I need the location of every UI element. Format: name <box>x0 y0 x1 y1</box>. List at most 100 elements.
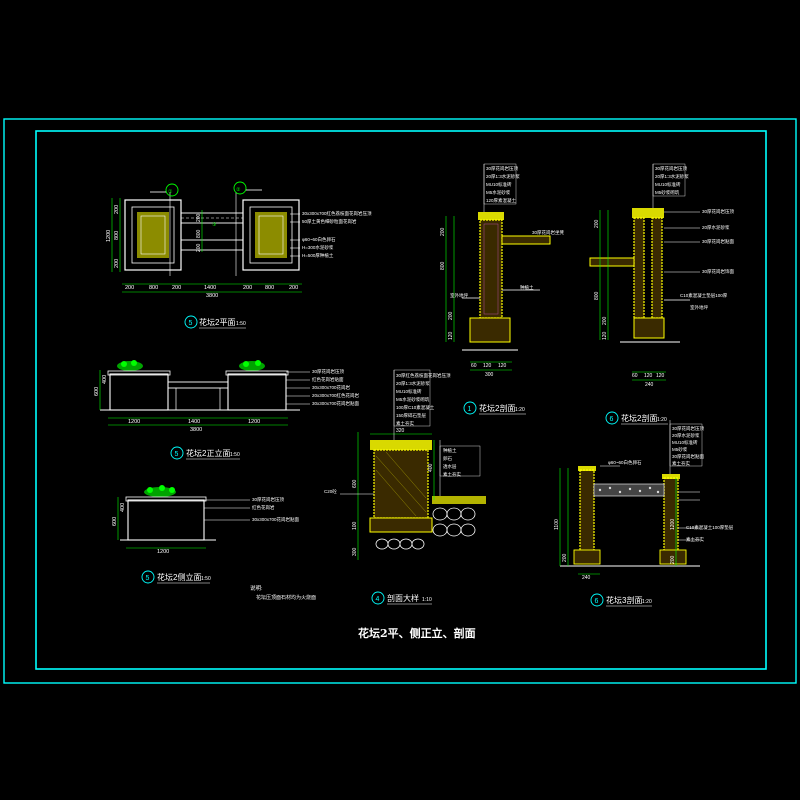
svg-text:200: 200 <box>602 316 608 325</box>
svg-text:H=500厚种植土: H=500厚种植土 <box>302 252 334 259</box>
svg-text:600: 600 <box>112 517 118 526</box>
svg-text:30厚花岗岩压顶: 30厚花岗岩压顶 <box>655 165 688 172</box>
svg-text:30厚花岗岩压顶: 30厚花岗岩压顶 <box>252 496 285 503</box>
front-elevation <box>99 360 310 426</box>
svg-text:花坛压顶面石材均为火烧面: 花坛压顶面石材均为火烧面 <box>256 594 316 601</box>
svg-text:120: 120 <box>656 373 665 379</box>
svg-text:M5砂浆: M5砂浆 <box>672 446 688 453</box>
svg-text:红色花岗岩: 红色花岗岩 <box>252 504 275 511</box>
plan-callout-c: ③ <box>212 222 217 228</box>
svg-text:200: 200 <box>448 311 454 320</box>
svg-text:150厚碎石垫层: 150厚碎石垫层 <box>396 412 427 419</box>
svg-text:30厚花岗岩贴面: 30厚花岗岩贴面 <box>672 453 705 460</box>
svg-text:5: 5 <box>146 575 150 582</box>
svg-text:4: 4 <box>376 596 380 603</box>
svg-text:素土夯实: 素土夯实 <box>443 471 461 478</box>
svg-text:种植土: 种植土 <box>443 447 457 454</box>
side-label: 5 花坛2侧立面 1:50 <box>141 570 211 584</box>
detail-label: 4 剖面大样 1:10 <box>371 591 432 605</box>
svg-text:说明:: 说明: <box>250 584 263 592</box>
plan-callout-b: ② <box>236 187 241 193</box>
svg-text:花坛2正立面: 花坛2正立面 <box>186 448 230 458</box>
svg-text:M5水泥砂浆砌筑: M5水泥砂浆砌筑 <box>396 396 430 403</box>
svg-text:200: 200 <box>594 219 600 228</box>
svg-text:800: 800 <box>196 229 202 238</box>
svg-text:30厚花岗岩压顶: 30厚花岗岩压顶 <box>312 368 345 375</box>
svg-text:30x300x700红色荔枝面花岗岩压顶: 30x300x700红色荔枝面花岗岩压顶 <box>302 210 372 217</box>
svg-text:素土夯实: 素土夯实 <box>396 420 414 427</box>
svg-text:200: 200 <box>243 285 252 291</box>
svg-text:120: 120 <box>448 331 454 340</box>
svg-text:800: 800 <box>149 285 158 291</box>
svg-text:MU10标准砖: MU10标准砖 <box>672 439 698 446</box>
svg-text:1:50: 1:50 <box>230 452 240 458</box>
svg-text:φ60~60白色卵石: φ60~60白色卵石 <box>302 236 336 243</box>
section-2-notes: 30厚花岗岩压顶 20厚1:3水泥砂浆 MU10标准砖 M5砂浆砌筑 30厚花岗… <box>655 165 735 311</box>
svg-text:3800: 3800 <box>206 293 218 299</box>
svg-text:1200: 1200 <box>106 230 112 242</box>
svg-text:C10素混凝土垫层100厚: C10素混凝土垫层100厚 <box>680 292 728 299</box>
svg-text:室外地坪: 室外地坪 <box>690 304 708 311</box>
svg-text:200: 200 <box>125 285 134 291</box>
outer-frame <box>3 118 797 684</box>
svg-text:600: 600 <box>352 479 358 488</box>
svg-text:800: 800 <box>114 231 120 240</box>
svg-text:C20砼: C20砼 <box>324 488 337 494</box>
svg-text:1400: 1400 <box>204 285 216 291</box>
section-1-label: 1 花坛2剖面 1:20 <box>463 401 526 415</box>
svg-text:红色花岗岩贴面: 红色花岗岩贴面 <box>312 376 344 383</box>
drawing-title: 花坛2平、侧正立、剖面 <box>358 626 476 640</box>
svg-text:30厚花岗岩压顶: 30厚花岗岩压顶 <box>672 425 705 432</box>
svg-text:花坛2平面: 花坛2平面 <box>199 317 235 327</box>
svg-text:300: 300 <box>352 547 358 556</box>
svg-text:30厚红色荔枝面花岗岩压顶: 30厚红色荔枝面花岗岩压顶 <box>396 372 451 379</box>
svg-text:800: 800 <box>440 261 446 270</box>
svg-text:20厚水泥砂浆: 20厚水泥砂浆 <box>672 432 700 439</box>
svg-text:30厚花岗岩坐凳: 30厚花岗岩坐凳 <box>532 229 565 236</box>
section-3 <box>559 420 703 575</box>
svg-text:1200: 1200 <box>248 419 260 425</box>
svg-text:60: 60 <box>471 363 477 369</box>
svg-text:素土夯实: 素土夯实 <box>686 536 704 543</box>
side-elevation <box>117 485 250 549</box>
svg-text:200: 200 <box>172 285 181 291</box>
svg-text:MU10标准砖: MU10标准砖 <box>655 181 681 188</box>
svg-text:200: 200 <box>670 555 676 564</box>
svg-text:30厚花岗岩饰面: 30厚花岗岩饰面 <box>702 268 735 275</box>
svg-text:200: 200 <box>289 285 298 291</box>
svg-text:卵石: 卵石 <box>443 455 452 462</box>
svg-text:MU10标准砖: MU10标准砖 <box>486 181 512 188</box>
svg-text:120: 120 <box>644 373 653 379</box>
svg-text:600: 600 <box>94 387 100 396</box>
svg-text:20厚1:3水泥砂浆: 20厚1:3水泥砂浆 <box>655 173 689 180</box>
detail-dims: 320 600 100 300 400 <box>352 428 434 556</box>
side-dims: 1200 600 400 <box>112 503 169 555</box>
svg-text:M5水泥砂浆: M5水泥砂浆 <box>486 189 511 196</box>
section-3-label: 6 花坛3剖面 1:20 <box>590 593 652 607</box>
svg-text:200: 200 <box>114 259 120 268</box>
section-1-dims: 200 800 200 120 60 120 120 300 <box>440 227 507 378</box>
svg-text:200: 200 <box>196 213 202 222</box>
svg-text:240: 240 <box>645 382 654 388</box>
plan-view <box>111 181 302 293</box>
svg-text:120: 120 <box>602 331 608 340</box>
svg-text:1:50: 1:50 <box>236 321 246 327</box>
general-notes: 说明: 花坛压顶面石材均为火烧面 <box>250 584 316 601</box>
svg-text:200: 200 <box>196 243 202 252</box>
detail-notes: 30厚红色荔枝面花岗岩压顶 20厚1:3水泥砂浆 MU10标准砖 M5水泥砂浆砌… <box>324 372 461 494</box>
svg-text:50厚土黄色细砂粒面花岗岩: 50厚土黄色细砂粒面花岗岩 <box>302 218 357 225</box>
svg-text:素土夯实: 素土夯实 <box>672 460 690 467</box>
svg-text:1200: 1200 <box>128 419 140 425</box>
svg-text:3800: 3800 <box>190 427 202 433</box>
svg-text:120: 120 <box>483 363 492 369</box>
svg-text:20厚1:3水泥砂浆: 20厚1:3水泥砂浆 <box>486 173 520 180</box>
svg-text:120厚素混凝土: 120厚素混凝土 <box>486 197 517 204</box>
svg-text:花坛2侧立面: 花坛2侧立面 <box>157 572 201 582</box>
section-3-notes: φ60~60白色卵石 30厚花岗岩压顶 20厚水泥砂浆 MU10标准砖 M5砂浆… <box>608 425 734 543</box>
svg-text:1100: 1100 <box>554 519 560 530</box>
inner-frame <box>35 130 767 670</box>
svg-text:6: 6 <box>595 598 599 605</box>
svg-text:200: 200 <box>114 205 120 214</box>
svg-text:800: 800 <box>265 285 274 291</box>
